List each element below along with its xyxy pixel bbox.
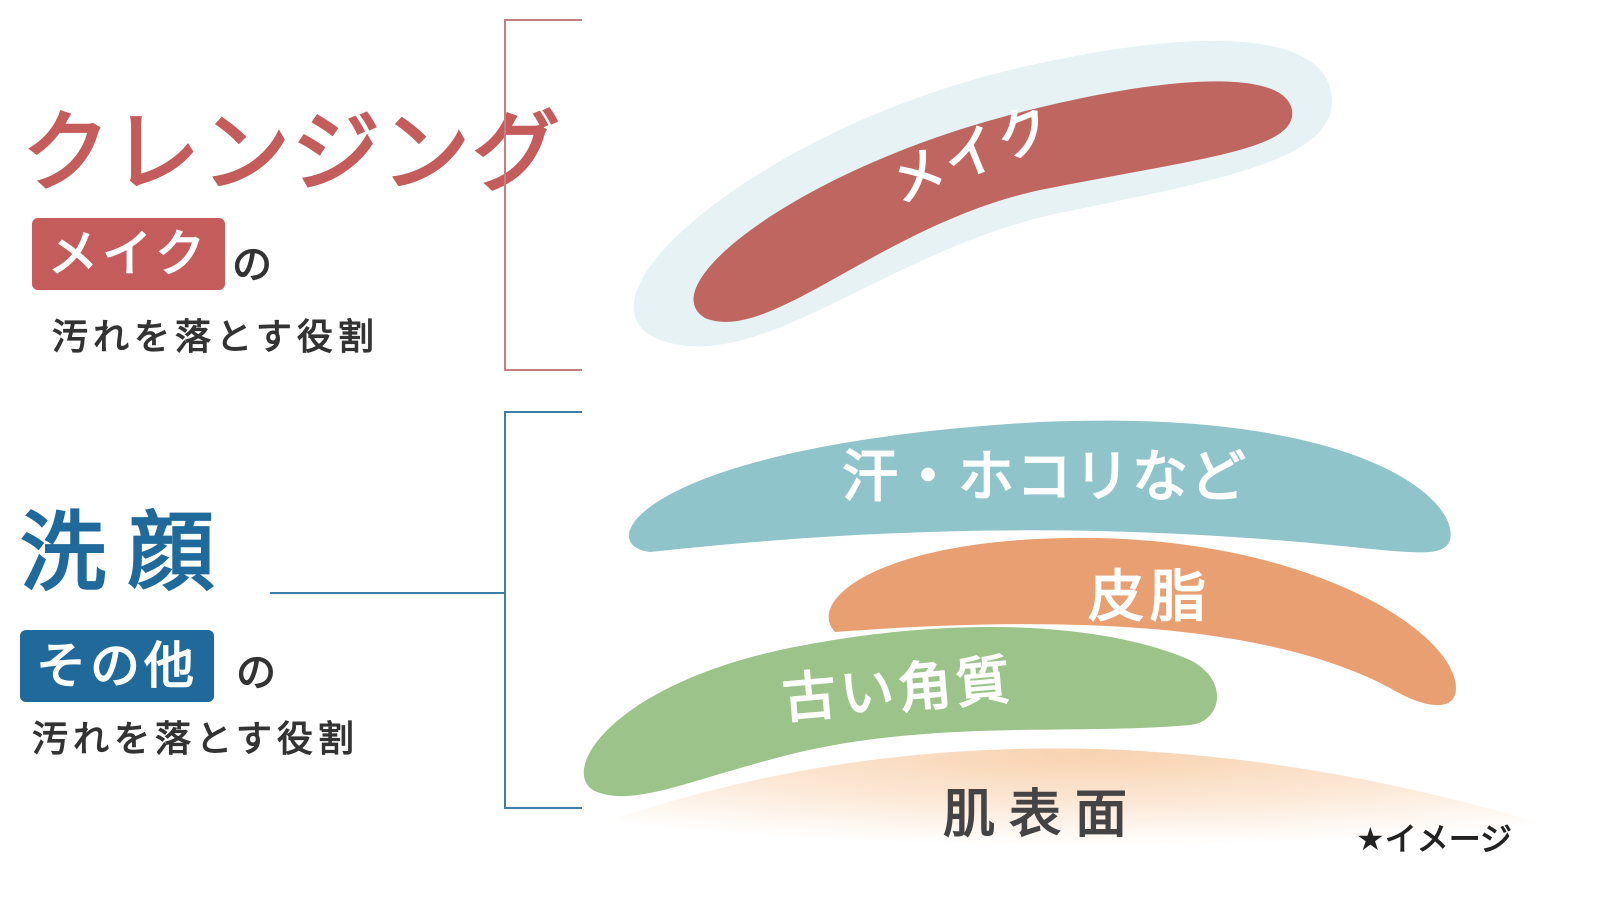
sebum-layer-label: 皮脂 [1088, 565, 1212, 630]
face-wash-role-text: 汚れを落とす役割 [32, 719, 359, 760]
face-wash-heading: 洗顔 [20, 503, 236, 603]
particle-no-2: の [236, 650, 276, 696]
skin-surface-shape [605, 748, 1570, 870]
sebum-layer-shape [828, 537, 1456, 706]
other-badge: その他 [20, 630, 214, 702]
cleansing-bracket [504, 19, 582, 371]
image-note: ★イメージ [1356, 820, 1513, 858]
makeup-layer-shape [693, 81, 1293, 322]
face-wash-bracket [504, 411, 582, 809]
skin-surface-label: 肌表面 [943, 785, 1141, 845]
sweat-dust-layer-label: 汗・ホコリなど [842, 445, 1248, 510]
particle-no-1: の [232, 242, 272, 288]
makeup-badge: メイク [32, 218, 225, 290]
cleansing-role-text: 汚れを落とす役割 [52, 317, 379, 358]
cleansing-heading: クレンジング [22, 101, 563, 204]
sweat-dust-layer-shape [628, 420, 1451, 553]
old-keratin-layer-shape [583, 626, 1218, 797]
